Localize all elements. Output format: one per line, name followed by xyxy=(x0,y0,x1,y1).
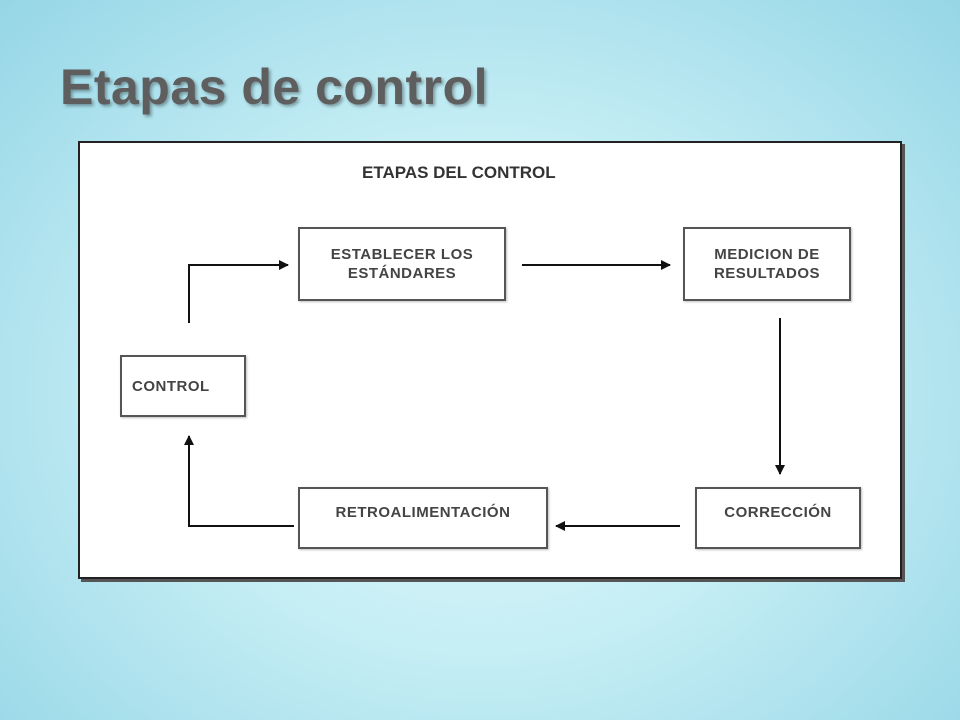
node-medicion-label: MEDICION DE RESULTADOS xyxy=(713,246,821,282)
node-correccion: CORRECCIÓN xyxy=(695,487,861,549)
node-control-label: CONTROL xyxy=(132,377,210,395)
diagram-title: ETAPAS DEL CONTROL xyxy=(362,163,556,182)
arrow-retro-to-control xyxy=(184,435,294,527)
node-establecer-estandares: ESTABLECER LOS ESTÁNDARES xyxy=(298,227,506,301)
node-control: CONTROL xyxy=(120,355,246,417)
flow-arrows xyxy=(184,260,785,531)
node-medicion-resultados: MEDICION DE RESULTADOS xyxy=(683,227,851,301)
slide-title: Etapas de control xyxy=(60,59,489,115)
node-retroalimentacion: RETROALIMENTACIÓN xyxy=(298,487,548,549)
diagram-frame: ETAPAS DEL CONTROL ESTABLECER LOS ESTÁND… xyxy=(78,141,902,579)
node-correccion-label: CORRECCIÓN xyxy=(724,504,832,521)
node-establecer-label: ESTABLECER LOS ESTÁNDARES xyxy=(330,246,474,282)
arrow-control-to-establecer xyxy=(188,260,289,323)
node-retro-label: RETROALIMENTACIÓN xyxy=(335,504,511,521)
